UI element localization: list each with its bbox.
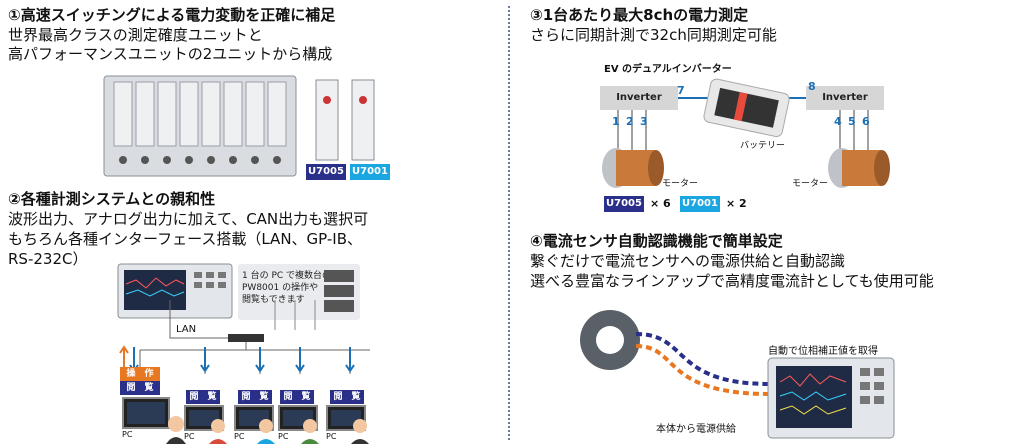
section3-heading: ③1台あたり最大8chの電力測定 xyxy=(530,6,749,24)
badge-u7005: U7005 xyxy=(306,164,346,180)
view-label-3: 閲 覧 xyxy=(238,390,272,404)
column-divider xyxy=(508,6,510,440)
badge-u7001: U7001 xyxy=(350,164,390,180)
section1-line1: 世界最高クラスの測定確度ユニットと xyxy=(8,26,263,44)
view-label-4: 閲 覧 xyxy=(280,390,314,404)
section4-heading: ④電流センサ自動認識機能で簡単設定 xyxy=(530,232,783,250)
channel-6-label: 6 xyxy=(862,115,870,128)
inverter-left: Inverter xyxy=(600,86,678,110)
pc-label-3: PC xyxy=(234,432,245,441)
section2-line2: もちろん各種インターフェース搭載（LAN、GP-IB、 xyxy=(8,230,363,248)
power-analyzer-unit-illustration xyxy=(767,357,895,439)
u7001-count: × 2 xyxy=(726,197,747,210)
channel-4-label: 4 xyxy=(834,115,842,128)
stacked-analyzers-icon xyxy=(324,270,354,312)
pc-label-1: PC xyxy=(122,430,133,439)
channel-8-label: 8 xyxy=(808,80,816,93)
pc-monitor-5 xyxy=(326,405,366,431)
badge-u7005-count: U7005 xyxy=(604,196,644,212)
current-sensor-illustration xyxy=(580,310,770,396)
ev-diagram-wiring xyxy=(617,78,869,154)
motor-label-left: モーター xyxy=(662,179,699,189)
channel-1-label: 1 xyxy=(612,115,620,128)
view-label-5: 閲 覧 xyxy=(330,390,364,404)
user-avatars xyxy=(166,416,369,444)
pc-label-4: PC xyxy=(278,432,289,441)
power-analyzer-front-illustration xyxy=(117,263,233,319)
power-analyzer-rack-illustration xyxy=(103,75,375,177)
battery-label: バッテリー xyxy=(740,141,786,151)
channel-3-label: 3 xyxy=(640,115,648,128)
pc-monitor-1 xyxy=(122,397,170,429)
section1-line2: 高パフォーマンスユニットの2ユニットから構成 xyxy=(8,45,333,63)
callout-line3: 閲覧もできます xyxy=(242,295,305,305)
lan-label: LAN xyxy=(176,324,197,335)
section2-line3: RS-232C） xyxy=(8,250,88,268)
channel-5-label: 5 xyxy=(848,115,856,128)
motor-label-right: モーター xyxy=(792,179,829,189)
section2-line1: 波形出力、アナログ出力に加えて、CAN出力も選択可 xyxy=(8,210,369,228)
multi-pc-callout: 1 台の PC で複数台の PW8001 の操作や 閲覧もできます xyxy=(238,264,360,320)
pc-label-2: PC xyxy=(184,432,195,441)
pc-label-5: PC xyxy=(326,432,337,441)
u7005-count: × 6 xyxy=(650,197,671,210)
section4-line2: 選べる豊富なラインアップで高精度電流計としても使用可能 xyxy=(530,272,934,290)
section4-line1: 繋ぐだけで電流センサへの電源供給と自動認識 xyxy=(530,252,846,270)
badge-u7001-count: U7001 xyxy=(680,196,720,212)
channel-2-label: 2 xyxy=(626,115,634,128)
power-supply-label: 本体から電源供給 xyxy=(656,424,736,435)
motors-illustration xyxy=(602,148,890,188)
inverter-right: Inverter xyxy=(806,86,884,110)
section1-heading: ①高速スイッチングによる電力変動を正確に補足 xyxy=(8,6,336,24)
section3-line1: さらに同期計測で32ch同期測定可能 xyxy=(530,26,777,44)
channel-7-label: 7 xyxy=(677,84,685,97)
view-label-1: 閲 覧 xyxy=(120,381,160,395)
view-label-2: 閲 覧 xyxy=(186,390,220,404)
ev-diagram-title: EV のデュアルインバーター xyxy=(604,64,732,75)
callout-line1: 1 台の PC で複数台の xyxy=(242,271,332,281)
auto-phase-label: 自動で位相補正値を取得 xyxy=(768,346,878,357)
section2-heading: ②各種計測システムとの親和性 xyxy=(8,190,216,208)
operate-label: 操 作 xyxy=(120,367,160,381)
callout-line2: PW8001 の操作や xyxy=(242,283,319,293)
